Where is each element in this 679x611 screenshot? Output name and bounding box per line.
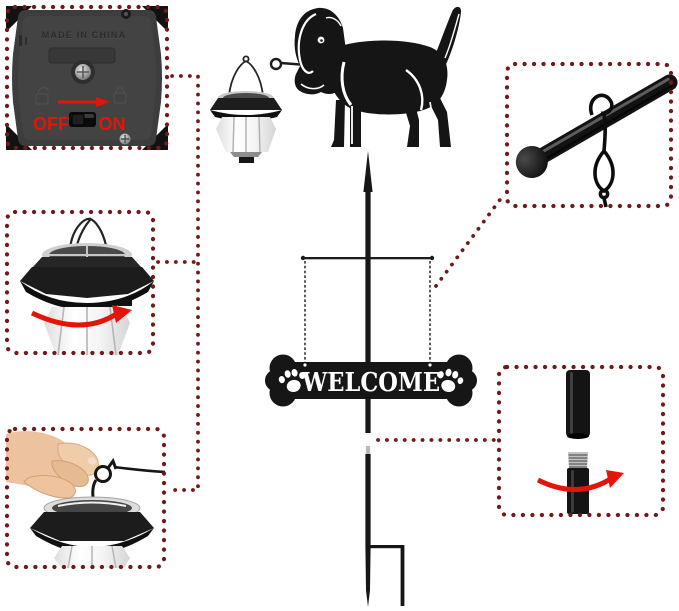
paw-print-icon (278, 369, 305, 392)
lantern-roof (30, 512, 154, 541)
panel-border (504, 61, 674, 209)
panel-border (4, 4, 170, 151)
threaded-connector (568, 452, 588, 468)
ground-fork (365, 545, 405, 607)
rotate-arrow-icon (30, 305, 132, 328)
dog-silhouette (294, 6, 462, 147)
connector-lines (156, 74, 504, 492)
on-label: ON (99, 114, 126, 134)
hand-holding-hook (6, 431, 99, 499)
panel-border (4, 426, 167, 570)
rotate-top-detail-panel (20, 217, 154, 356)
bar-end-ball (515, 146, 548, 178)
twist-arrow-icon (536, 470, 624, 492)
lantern-roof (20, 267, 154, 298)
solar-lantern (210, 55, 282, 163)
panel-border (496, 364, 666, 518)
lantern-handle (228, 55, 264, 97)
hanging-chains (304, 261, 431, 366)
made-in-china-embossed-text: MADE IN CHINA (42, 30, 127, 40)
dotted-connector-overlay (4, 4, 674, 570)
lantern-crossbar (302, 257, 433, 260)
lantern-roof (210, 98, 282, 110)
garden-stake-pole (300, 151, 435, 607)
welcome-sign: WELCOME (265, 354, 477, 407)
off-label: OFF (33, 114, 69, 134)
unlock-icon (35, 86, 49, 105)
svg-text:MADE IN CHINA: MADE IN CHINA (42, 31, 127, 41)
power-switch (69, 112, 96, 127)
hand-hook-detail-panel (6, 431, 166, 569)
pole-hook-detail-panel (515, 74, 678, 208)
pole-joint-detail-panel (536, 370, 624, 514)
hook-wire (91, 457, 166, 505)
paw-print-icon (437, 368, 464, 392)
welcome-sign-text: WELCOME (301, 368, 440, 398)
lock-icon (113, 86, 127, 104)
threaded-tip (365, 446, 371, 455)
panel-border (4, 209, 156, 356)
fingernail (87, 457, 97, 465)
wire-clip (588, 93, 615, 208)
upper-pole-section (566, 370, 590, 439)
pole-spike-top (363, 151, 373, 192)
on-direction-arrow-icon (58, 97, 110, 107)
switch-detail-panel: MADE IN CHINA MADE IN CHINA OFF ON (6, 6, 168, 150)
